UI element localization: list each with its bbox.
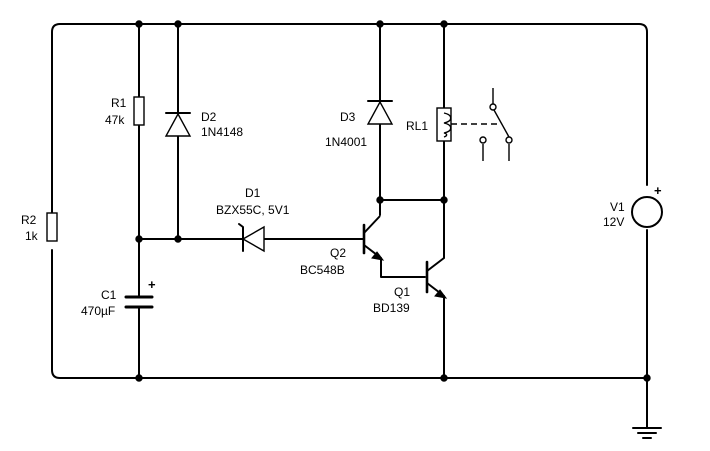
- v1-ref-label: V1: [610, 200, 625, 214]
- q2-emitter-arrow: [371, 251, 385, 261]
- diode-d2-symbol: [164, 112, 192, 137]
- r1-value-label: 47k: [105, 113, 125, 127]
- junction-dot: [174, 235, 182, 243]
- junction-dot: [376, 196, 384, 204]
- diode-d3-symbol: [366, 100, 394, 125]
- r2-ref-label: R2: [21, 213, 37, 227]
- q1-collector-lead: [426, 257, 445, 272]
- v1-plus-sign: +: [654, 183, 662, 198]
- zener-diode-d1: D1 BZX55C, 5V1: [216, 186, 290, 253]
- d3-value-label: 1N4001: [325, 135, 367, 149]
- capacitor-c1: + C1 470µF: [81, 277, 156, 318]
- diode-d2: D2 1N4148: [164, 110, 243, 139]
- relay-contact-nc-terminal: [479, 136, 487, 144]
- junction-dot: [135, 235, 143, 243]
- junction-dot: [440, 374, 448, 382]
- junction-dot: [643, 374, 651, 382]
- c1-ref-label: C1: [101, 288, 117, 302]
- resistor-r1-symbol: [133, 96, 145, 126]
- q1-ref-label: Q1: [394, 285, 410, 299]
- relay-switch-arm: [493, 109, 510, 138]
- q1-value-label: BD139: [373, 301, 410, 315]
- c1-plus-sign: +: [148, 277, 156, 292]
- relay-rl1: RL1: [406, 88, 513, 161]
- junction-dot: [440, 20, 448, 28]
- top-rail-wire: [51, 23, 648, 186]
- relay-contact-no-terminal: [505, 136, 513, 144]
- d1-ref-label: D1: [245, 186, 261, 200]
- transistor-q1: Q1 BD139: [373, 257, 448, 315]
- bottom-rail-wire: [51, 249, 648, 379]
- v1-source-circle: [631, 196, 663, 228]
- zener-d1-bar: [238, 223, 244, 252]
- junction-dot: [440, 196, 448, 204]
- resistor-r1: R1 47k: [105, 96, 145, 127]
- voltage-source-v1: + V1 12V: [603, 183, 663, 229]
- d2-value-label: 1N4148: [201, 125, 243, 139]
- v1-value-label: 12V: [603, 215, 624, 229]
- d2-ref-label: D2: [201, 110, 217, 124]
- q2-ref-label: Q2: [330, 246, 346, 260]
- r1-ref-label: R1: [111, 96, 127, 110]
- diode-d3: D3 1N4001: [325, 100, 394, 149]
- r2-value-label: 1k: [25, 229, 39, 243]
- junction-dot: [376, 20, 384, 28]
- q2-collector-lead: [363, 215, 381, 234]
- q2-value-label: BC548B: [300, 263, 345, 277]
- resistor-r2: R2 1k: [21, 212, 58, 243]
- junction-dot: [135, 374, 143, 382]
- transistor-q2: Q2 BC548B: [300, 215, 385, 277]
- junction-dot: [135, 20, 143, 28]
- c1-value-label: 470µF: [81, 304, 115, 318]
- relay-switch-pivot: [489, 103, 497, 111]
- d3-ref-label: D3: [340, 110, 356, 124]
- zener-d1-symbol: [241, 225, 265, 253]
- wiring: [51, 23, 648, 429]
- relay-coil-winding: [443, 112, 452, 138]
- q2-emitter-to-q1-base-wire: [380, 257, 426, 278]
- resistor-r2-symbol: [46, 212, 58, 242]
- rl1-ref-label: RL1: [406, 119, 428, 133]
- d1-value-label: BZX55C, 5V1: [216, 203, 290, 217]
- ground-symbol: [632, 427, 662, 439]
- junction-dot: [174, 20, 182, 28]
- q1-emitter-arrow: [434, 289, 448, 299]
- junctions: [135, 20, 651, 382]
